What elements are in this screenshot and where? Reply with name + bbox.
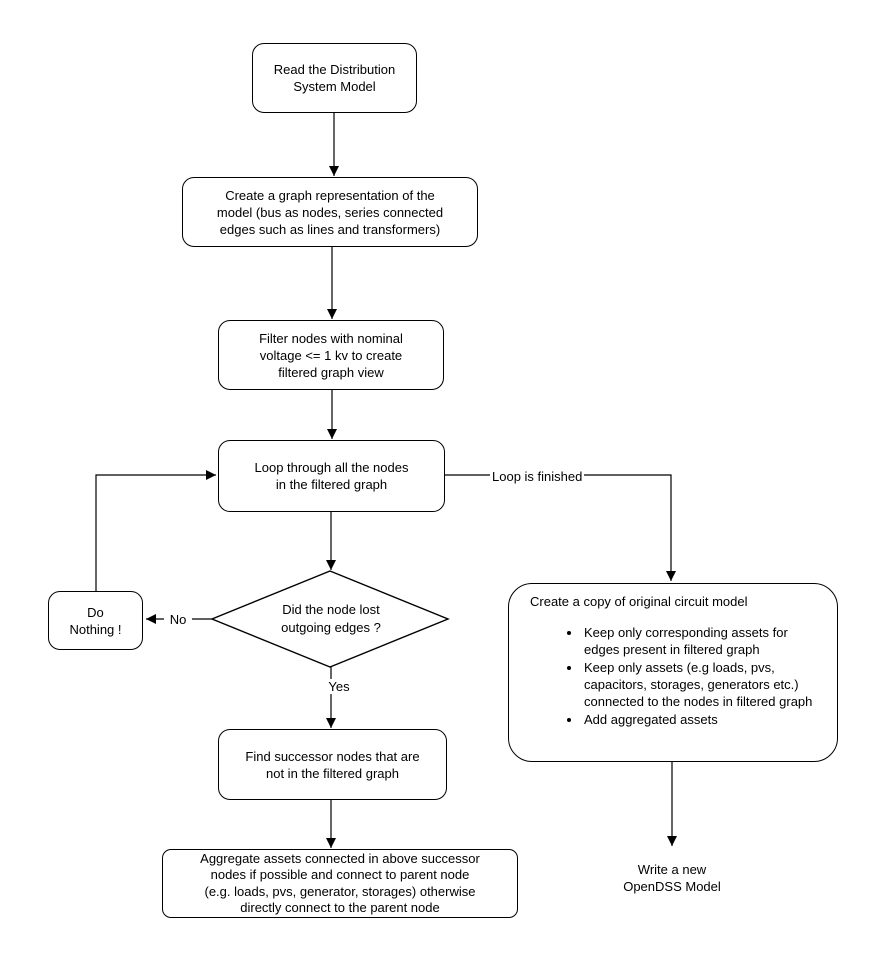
copy-model-title: Create a copy of original circuit model bbox=[530, 594, 748, 609]
node-loop-nodes: Loop through all the nodes in the filter… bbox=[218, 440, 445, 512]
edge-loop-finished bbox=[445, 474, 676, 581]
node-aggregate-assets: Aggregate assets connected in above succ… bbox=[162, 849, 518, 918]
node-create-graph: Create a graph representation of the mod… bbox=[182, 177, 478, 247]
bullet-item: Keep only corresponding assets for edges… bbox=[582, 624, 823, 658]
bullet-item: Add aggregated assets bbox=[582, 711, 823, 728]
node-write-model: Write a new OpenDSS Model bbox=[623, 862, 721, 894]
node-do-nothing: Do Nothing ! bbox=[48, 591, 143, 650]
edge-label-no: No bbox=[164, 612, 192, 627]
bullet-item: Keep only assets (e.g loads, pvs, capaci… bbox=[582, 659, 823, 710]
node-read-model: Read the Distribution System Model bbox=[252, 43, 417, 113]
node-find-successors: Find successor nodes that are not in the… bbox=[218, 729, 447, 800]
edge-label-yes: Yes bbox=[320, 679, 358, 694]
decision-diamond-label: Did the node lost outgoing edges ? bbox=[281, 602, 381, 635]
copy-model-bullet-list: Keep only corresponding assets for edges… bbox=[530, 624, 823, 728]
edge-feedback bbox=[95, 470, 216, 591]
edge-label-loop-finished: Loop is finished bbox=[490, 469, 585, 484]
node-filter-nodes: Filter nodes with nominal voltage <= 1 k… bbox=[218, 320, 444, 390]
decision-diamond-shape bbox=[210, 570, 450, 668]
node-copy-model: Create a copy of original circuit model … bbox=[508, 583, 838, 762]
